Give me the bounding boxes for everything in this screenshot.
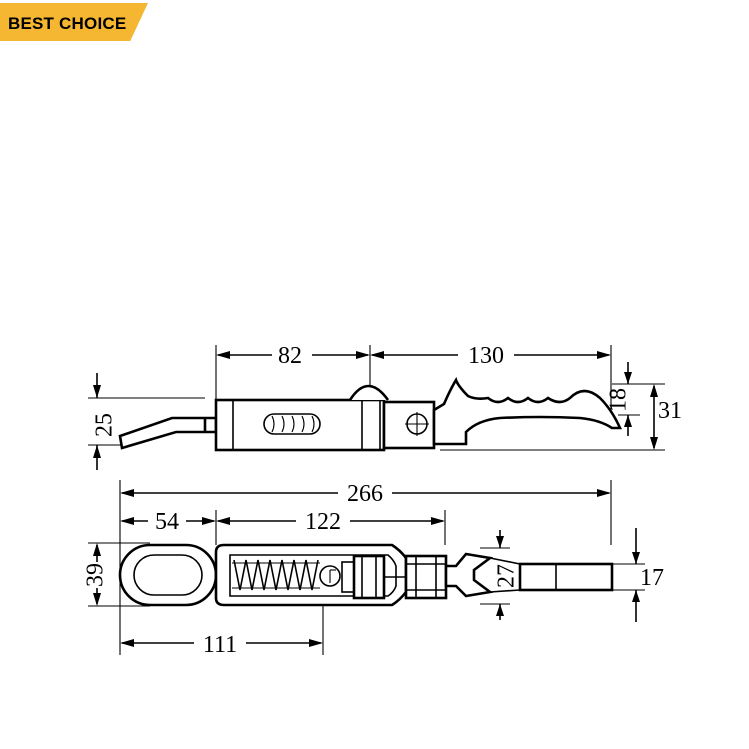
dim-82-label: 82 (278, 343, 302, 369)
latch-rod (118, 416, 218, 450)
connector (341, 554, 408, 600)
dim-18-label: 18 (606, 388, 632, 412)
spring (232, 559, 320, 591)
dim-25-label: 25 (92, 413, 118, 437)
dim-82-line (216, 351, 370, 359)
dim-130-line (370, 351, 611, 359)
hinge-block (382, 400, 436, 450)
dim-39-line (93, 543, 101, 606)
dim-39-label: 39 (83, 563, 109, 587)
dim-17-line (632, 528, 640, 622)
best-choice-badge: BEST CHOICE (0, 3, 148, 41)
handle-lever (432, 376, 623, 446)
dim-122-label: 122 (305, 509, 341, 535)
dim-18-line (624, 362, 632, 436)
dim-54-label: 54 (155, 509, 179, 535)
badge-label: BEST CHOICE (8, 14, 127, 33)
dim-25-line (88, 373, 205, 470)
dim-31-label: 31 (658, 398, 682, 424)
dim-111-line (120, 639, 323, 647)
dim-111-label: 111 (203, 632, 237, 658)
pivot-pin (319, 565, 341, 587)
dim-122-line (216, 517, 445, 525)
dim-27-label: 27 (494, 564, 520, 588)
dim-54-line (120, 517, 216, 525)
dim-130-label: 130 (468, 343, 504, 369)
eye-keeper (118, 543, 218, 607)
plan-view: 266 54 122 39 (83, 480, 664, 658)
dim-31-line (650, 384, 658, 450)
dim-266-label: 266 (347, 481, 383, 507)
dim-27-line (496, 530, 504, 620)
hinge-plan (404, 554, 448, 600)
latch-body (214, 384, 390, 452)
dim-17-label: 17 (640, 565, 664, 591)
side-view: 82 130 25 (88, 343, 682, 470)
hook-plan (444, 552, 614, 598)
dim-266-line (120, 489, 611, 497)
